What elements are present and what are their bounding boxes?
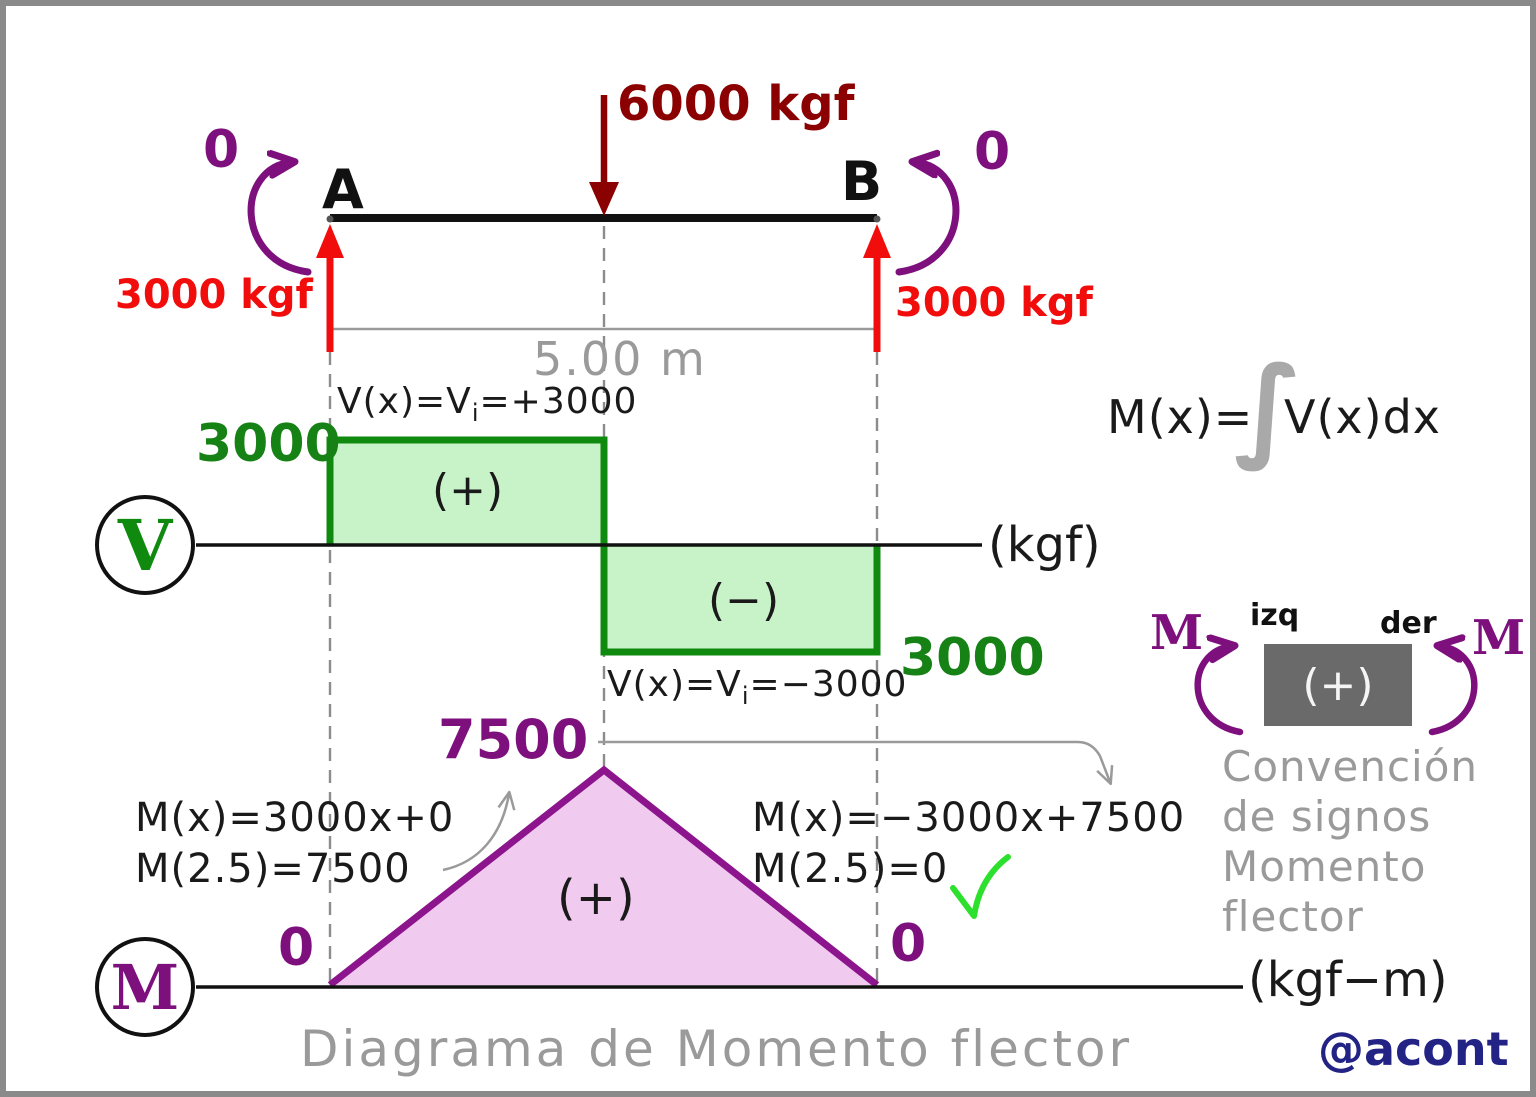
integral-formula-lhs: M(x)=	[1107, 390, 1254, 444]
shear-value-left: 3000	[196, 414, 341, 474]
convention-curl-left-icon	[1194, 646, 1244, 736]
peak-leader-line	[598, 740, 1114, 786]
moment-eq-left-1: M(x)=3000x+0	[135, 795, 455, 841]
moment-zero-left: 0	[278, 918, 315, 978]
integral-sign: ∫	[1234, 343, 1303, 473]
diagram-title: Diagrama de Momento flector	[300, 1020, 1133, 1078]
shear-eq-negative: V(x)=Vi=−3000	[607, 664, 907, 710]
reaction-a-label: 3000 kgf	[115, 272, 313, 318]
moment-diagram-badge: M	[95, 937, 195, 1037]
shear-negative-sign: (−)	[708, 575, 780, 626]
peak-curved-arrow	[442, 790, 516, 872]
moment-eq-right-1: M(x)=−3000x+7500	[752, 795, 1186, 841]
convention-caption: Convención de signos Momento flector	[1222, 742, 1478, 942]
convention-caption-line1: Convención	[1222, 742, 1479, 791]
moment-eq-left-2: M(2.5)=7500	[135, 846, 411, 892]
moment-axis-unit: (kgf−m)	[1248, 952, 1448, 1008]
end-moment-right-value: 0	[974, 122, 1011, 182]
support-b-label: B	[841, 150, 883, 213]
shear-diagram-badge: V	[95, 495, 195, 595]
shear-eq-positive-sub: i	[471, 399, 480, 428]
beam-end-a-dot	[326, 215, 334, 223]
shear-eq-negative-post: =−3000	[749, 664, 908, 705]
point-load-label: 6000 kgf	[617, 76, 855, 132]
moment-positive-sign: (+)	[557, 870, 635, 926]
convention-caption-line2: de signos	[1222, 792, 1432, 841]
reaction-b-label: 3000 kgf	[895, 280, 1093, 326]
point-load-arrow	[589, 95, 619, 216]
reaction-arrow-a	[316, 224, 344, 352]
support-a-label: A	[322, 158, 364, 221]
shear-eq-positive: V(x)=Vi=+3000	[337, 381, 637, 427]
convention-box: (+)	[1264, 644, 1412, 726]
reaction-arrow-b	[863, 224, 891, 352]
convention-izq-label: izq	[1250, 598, 1300, 633]
shear-positive-sign: (+)	[432, 465, 504, 516]
author-handle: @acont	[1318, 1022, 1509, 1076]
shear-eq-positive-post: =+3000	[479, 381, 638, 422]
green-checkmark-icon	[950, 854, 1011, 919]
moment-eq-right-2: M(2.5)=0	[752, 846, 949, 892]
moment-peak-value: 7500	[438, 708, 589, 771]
convention-der-label: der	[1380, 606, 1437, 641]
convention-box-sign: (+)	[1302, 659, 1374, 711]
convention-caption-line4: flector	[1222, 892, 1364, 941]
convention-caption-line3: Momento	[1222, 842, 1427, 891]
shear-positive-area	[326, 436, 608, 545]
convention-moment-left: M	[1150, 605, 1204, 661]
end-moment-left-value: 0	[203, 120, 240, 180]
moment-curl-right-icon	[895, 162, 960, 276]
moment-badge-letter: M	[110, 950, 180, 1024]
span-dimension-label: 5.00 m	[533, 332, 707, 386]
convention-curl-right-icon	[1428, 646, 1478, 736]
beam-end-b-dot	[873, 215, 881, 223]
integral-formula-rhs: V(x)dx	[1284, 390, 1442, 444]
shear-eq-negative-pre: V(x)=V	[607, 664, 742, 705]
moment-curl-left-icon	[247, 162, 312, 276]
shear-eq-positive-pre: V(x)=V	[337, 381, 472, 422]
moment-zero-right: 0	[890, 914, 927, 974]
convention-moment-right: M	[1472, 610, 1526, 666]
shear-negative-area	[600, 545, 881, 656]
moment-positive-area	[327, 765, 880, 988]
shear-axis-unit: (kgf)	[988, 517, 1101, 573]
shear-value-right: 3000	[900, 628, 1045, 688]
shear-eq-negative-sub: i	[741, 682, 750, 711]
shear-badge-letter: V	[117, 503, 173, 587]
